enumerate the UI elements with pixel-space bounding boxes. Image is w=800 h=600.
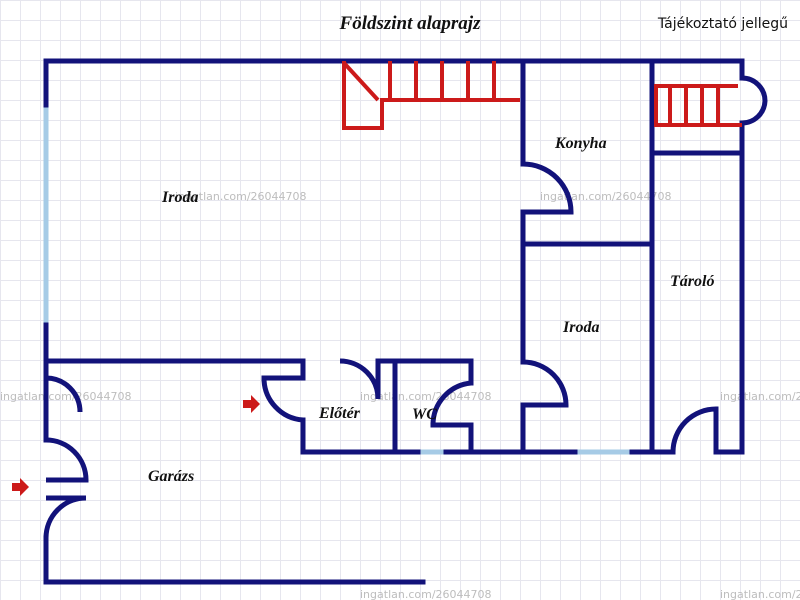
watermark: ingatlan.com/26044708 — [540, 190, 672, 203]
watermark: ingatlan.com/26044708 — [175, 190, 307, 203]
door-tarolo — [670, 406, 719, 453]
windows — [43, 105, 632, 455]
room-label-iroda-small: Iroda — [562, 319, 599, 336]
stairs-right-outline — [654, 84, 742, 127]
room-label-wc: WC — [412, 406, 437, 423]
walls — [43, 58, 745, 585]
room-label-eloter: Előtér — [318, 405, 361, 422]
door-garage-top — [45, 375, 83, 413]
room-label-konyha: Konyha — [554, 135, 607, 152]
door-wc — [430, 380, 472, 426]
watermarks: ingatlan.com/26044708 ingatlan.com/26044… — [0, 190, 800, 600]
stairs — [342, 61, 742, 130]
door-konyha — [522, 161, 574, 215]
plan-title: Földszint alaprajz — [339, 13, 481, 34]
stairs-main-turn — [342, 61, 380, 102]
door-eloter-office — [339, 358, 381, 400]
door-garage-lower — [43, 495, 87, 539]
watermark: ingatlan.com/26044708 — [720, 588, 800, 600]
room-label-iroda-large: Iroda — [161, 189, 198, 206]
stairs-main-outline — [342, 61, 520, 130]
room-label-garazs: Garázs — [148, 468, 194, 485]
watermark: ingatlan.com/26044708 — [360, 588, 492, 600]
entrance-arrows — [12, 395, 260, 496]
door-eloter-entrance — [261, 375, 304, 423]
room-labels: Iroda Konyha Tároló Iroda Előtér WC Gará… — [148, 135, 714, 485]
door-stair-landing — [741, 75, 768, 126]
room-label-tarolo: Tároló — [670, 273, 714, 290]
entrance-arrow-icon — [12, 478, 29, 496]
door-iroda — [522, 359, 569, 408]
doors — [43, 75, 768, 539]
entrance-arrow-icon — [243, 395, 260, 413]
watermark: ingatlan.com/26044708 — [720, 390, 800, 403]
door-garage-upper — [45, 437, 89, 483]
plan-disclaimer: Tájékoztató jellegű — [657, 16, 788, 32]
watermark: ingatlan.com/26044708 — [0, 390, 132, 403]
